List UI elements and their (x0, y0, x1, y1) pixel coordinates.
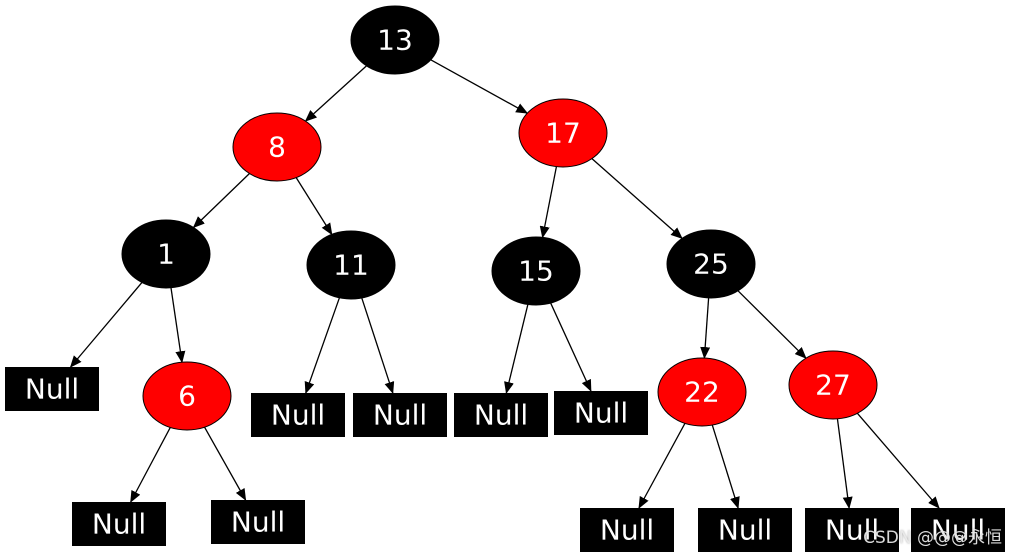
null-leaf: Null (251, 393, 345, 437)
node-label: 13 (377, 24, 413, 57)
tree-node-8: 8 (232, 112, 322, 182)
null-leaf: Null (5, 367, 99, 411)
node-label: 22 (684, 376, 720, 409)
tree-node-15: 15 (491, 236, 581, 306)
edge-n11-to-null5 (361, 297, 395, 394)
edge-n8-to-n1 (192, 173, 250, 229)
null-leaf: Null (211, 500, 305, 544)
node-label: 17 (545, 117, 581, 150)
null-box (353, 393, 447, 437)
tree-node-11: 11 (306, 230, 396, 300)
node-label: 6 (178, 380, 196, 413)
null-box (251, 393, 345, 437)
node-circle-red (788, 350, 878, 420)
null-leaf: Null (805, 508, 899, 552)
null-label: Null (25, 373, 79, 406)
null-box (72, 502, 166, 546)
null-leaf: Null (698, 508, 792, 552)
null-box (911, 508, 1005, 552)
null-label: Null (574, 397, 628, 430)
edge-n15-to-null6 (504, 304, 529, 394)
edge-n13-to-n17 (430, 59, 529, 114)
node-circle-black (121, 219, 211, 289)
node-label: 8 (268, 131, 286, 164)
null-leaf: Null (72, 502, 166, 546)
edge-n6-to-null2 (130, 427, 171, 503)
edge-n27-to-null11 (856, 412, 940, 509)
edge-n17-to-n25 (591, 158, 683, 240)
node-circle-red (657, 357, 747, 427)
node-circle-red (518, 98, 608, 168)
null-box (698, 508, 792, 552)
null-box (580, 508, 674, 552)
null-label: Null (600, 514, 654, 547)
edge-n15-to-null7 (550, 302, 592, 392)
null-label: Null (931, 514, 985, 547)
tree-node-27: 27 (788, 350, 878, 420)
null-leaf: Null (353, 393, 447, 437)
tree-node-13: 13 (350, 5, 440, 75)
node-circle-red (142, 361, 232, 431)
tree-node-17: 17 (518, 98, 608, 168)
edge-n11-to-null4 (304, 297, 341, 394)
edge-n17-to-n15 (539, 166, 558, 239)
null-label: Null (474, 399, 528, 432)
node-label: 25 (693, 248, 729, 281)
null-box (805, 508, 899, 552)
node-label: 11 (333, 249, 369, 282)
tree-node-1: 1 (121, 219, 211, 289)
null-label: Null (271, 399, 325, 432)
null-label: Null (718, 514, 772, 547)
edge-n6-to-null3 (203, 426, 247, 501)
edge-n25-to-n22 (700, 297, 711, 360)
node-circle-black (491, 236, 581, 306)
tree-node-25: 25 (666, 229, 756, 299)
node-circle-red (232, 112, 322, 182)
node-circle-black (306, 230, 396, 300)
edge-n27-to-null10 (836, 418, 853, 509)
node-circle-black (350, 5, 440, 75)
edge-n13-to-n8 (304, 65, 367, 122)
edge-n25-to-n27 (737, 290, 807, 359)
edge-n1-to-n6 (170, 287, 186, 364)
null-box (454, 393, 548, 437)
null-leaf: Null (454, 393, 548, 437)
tree-node-6: 6 (142, 361, 232, 431)
null-box (554, 391, 648, 435)
node-label: 1 (157, 238, 175, 271)
node-circle-black (666, 229, 756, 299)
edge-n8-to-n11 (295, 177, 333, 236)
node-label: 15 (518, 255, 554, 288)
watermark: CSDN @@@永恒 (863, 528, 1002, 548)
null-box (211, 500, 305, 544)
node-label: 27 (815, 369, 851, 402)
edge-n1-to-null1 (69, 282, 143, 368)
edge-n22-to-null8 (638, 423, 686, 509)
null-label: Null (373, 399, 427, 432)
null-leaf: Null (911, 508, 1005, 552)
edges (69, 59, 940, 509)
null-box (5, 367, 99, 411)
edge-n22-to-null9 (711, 424, 740, 509)
null-leaf: Null (554, 391, 648, 435)
null-label: Null (92, 508, 146, 541)
null-label: Null (825, 514, 879, 547)
null-leaf: Null (580, 508, 674, 552)
tree-node-22: 22 (657, 357, 747, 427)
null-label: Null (231, 506, 285, 539)
